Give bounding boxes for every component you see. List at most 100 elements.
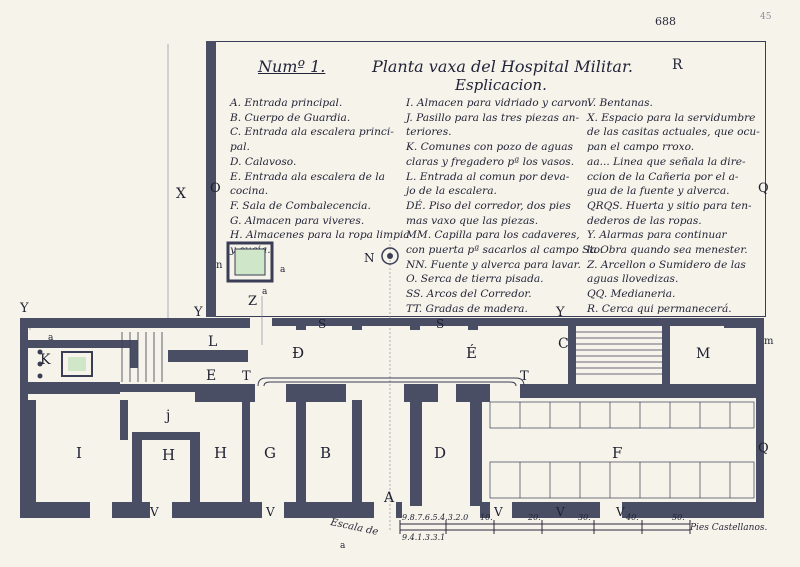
legend-entry: gua de la fuente y alverca. (587, 185, 730, 198)
legend-entry: SS. Arcos del Corredor. (406, 288, 532, 301)
plan-number: Numº 1. (258, 57, 326, 76)
legend-entry: V. Bentanas. (587, 97, 653, 109)
legend-entry: O. Serca de tierra pisada. (406, 273, 544, 286)
ward-beds (489, 401, 755, 499)
label-q-bottom: Q (758, 441, 769, 456)
legend-entry: MM. Capilla para los cadaveres, (406, 229, 580, 242)
label-v-1: V (149, 505, 159, 519)
legend-entry: mas vaxo que las piezas. (406, 214, 539, 227)
legend-entry: I. Almacen para vidriado y carvon. (406, 97, 592, 109)
label-n: N (364, 251, 375, 265)
plan-title: Planta vaxa del Hospital Militar. (372, 57, 633, 76)
label-v-5: V (615, 505, 625, 519)
legend-entry: ccion de la Cañeria por el a- (587, 170, 739, 183)
legend-entry: E. Entrada ala escalera de la (230, 170, 385, 183)
scale-tick-50: 50. (672, 513, 685, 522)
legend-entry: pal. (230, 141, 250, 154)
label-b: B (320, 444, 331, 462)
legend-column-2: I. Almacen para vidriado y carvon. J. Pas… (406, 96, 604, 317)
legend-entry: jo de la escalera. (406, 185, 497, 198)
label-z: Z (248, 294, 257, 309)
legend-entry: de las casitas actuales, que ocu- (587, 126, 760, 139)
legend-entry: la Obra quando sea menester. (587, 244, 748, 257)
fountain-n (226, 241, 399, 283)
gradas (257, 377, 525, 387)
label-e-upper: É (466, 344, 477, 362)
legend-entry: con puerta pª sacarlos al campo Sto. (406, 244, 604, 257)
scale-unit: Pies Castellanos. (690, 523, 768, 533)
label-o: O (210, 181, 221, 196)
label-f: F (612, 444, 622, 462)
legend-entry: teriores. (406, 126, 452, 139)
stairs-c (576, 331, 662, 375)
scale-tick-10: 10. (480, 513, 493, 522)
scale-small-ticks: 9.8.7.6.5.4.3.2.0 (402, 513, 468, 522)
legend-entry: Y. Alarmas para continuar (587, 229, 727, 242)
legend-entry: A. Entrada principal. (230, 97, 343, 109)
legend-entry: claras y fregadero pª los vasos. (406, 155, 575, 168)
label-v-3: V (493, 505, 503, 519)
label-s-1: S (318, 317, 326, 331)
label-g: G (264, 444, 276, 462)
legend-entry: F. Sala de Combalecencia. (230, 199, 371, 212)
label-a-3: a (48, 333, 54, 343)
legend-entry: J. Pasillo para las tres piezas an- (406, 111, 580, 124)
label-x: X (176, 186, 186, 202)
legend-entry: TT. Gradas de madera. (406, 302, 528, 315)
label-v-4: V (555, 505, 565, 519)
legend-entry: D. Calavoso. (230, 155, 297, 168)
legend-entry: QRQS. Huerta y sitio para ten- (587, 199, 752, 212)
page-number: 688 (655, 15, 676, 28)
corner-mark: 45 (760, 12, 772, 22)
plan-subtitle: Esplicacion. (455, 76, 547, 94)
legend-entry: NN. Fuente y alverca para lavar. (406, 258, 581, 271)
label-y-right: Y (555, 305, 565, 320)
label-d: D (434, 444, 446, 462)
walls (20, 318, 764, 518)
frame-wall-band (206, 41, 216, 317)
legend-entry: dederos de las ropas. (587, 214, 702, 227)
legend-entry: L. Entrada al comun por deva- (406, 170, 570, 183)
label-c: C (558, 336, 569, 352)
label-j: j (164, 408, 170, 424)
legend-entry: aa... Linea que señala la dire- (587, 155, 746, 168)
legend-entry: X. Espacio para la servidumbre (587, 111, 756, 124)
label-y-mid: Y (193, 305, 203, 320)
legend-entry: cocina. (230, 185, 269, 198)
label-a-4: a (340, 541, 346, 551)
scale-small-ticks-2: 9.4.1.3.3.1 (402, 533, 445, 542)
label-m: M (696, 346, 710, 362)
legend-entry: C. Entrada ala escalera princi- (230, 126, 394, 139)
scale-tick-20: 20. (527, 513, 541, 522)
label-d-upper: Ð (292, 344, 304, 362)
scale-bar (399, 520, 691, 534)
legend-entry: B. Cuerpo de Guardia. (230, 111, 351, 124)
label-h-2: H (214, 444, 227, 462)
legend-entry: QQ. Medianeria. (587, 288, 676, 301)
label-s-2: S (436, 317, 444, 331)
legend-entry: R. Cerca qui permanecerá. (587, 302, 732, 315)
label-a-1: a (280, 265, 286, 275)
k-compartment (37, 349, 93, 379)
label-q-top: Q (758, 181, 769, 196)
scale-tick-40: 40. (625, 513, 639, 522)
legend-column-3: V. Bentanas. X. Espacio para la servidumb… (587, 96, 762, 317)
stairs-e (121, 332, 163, 382)
legend-entry: Z. Arcellon o Sumidero de las (587, 258, 746, 271)
label-k: K (40, 352, 51, 368)
label-v-2: V (265, 505, 275, 519)
label-e: E (206, 368, 216, 384)
label-i: I (76, 444, 82, 462)
legend-entry: H. Almacenes para la ropa limpia (230, 229, 410, 242)
label-a-2: a (262, 287, 268, 297)
label-t-1: T (242, 369, 251, 384)
label-y-left: Y (19, 301, 29, 316)
legend-column-1: A. Entrada principal. B. Cuerpo de Guardi… (230, 96, 410, 258)
legend-entry: K. Comunes con pozo de aguas (406, 141, 573, 154)
corner-letter-r: R (672, 57, 683, 73)
guide-lines (29, 44, 391, 530)
legend-entry: G. Almacen para viveres. (230, 214, 365, 227)
legend-entry: aguas llovedizas. (587, 273, 679, 286)
label-h-1: H (162, 446, 175, 464)
